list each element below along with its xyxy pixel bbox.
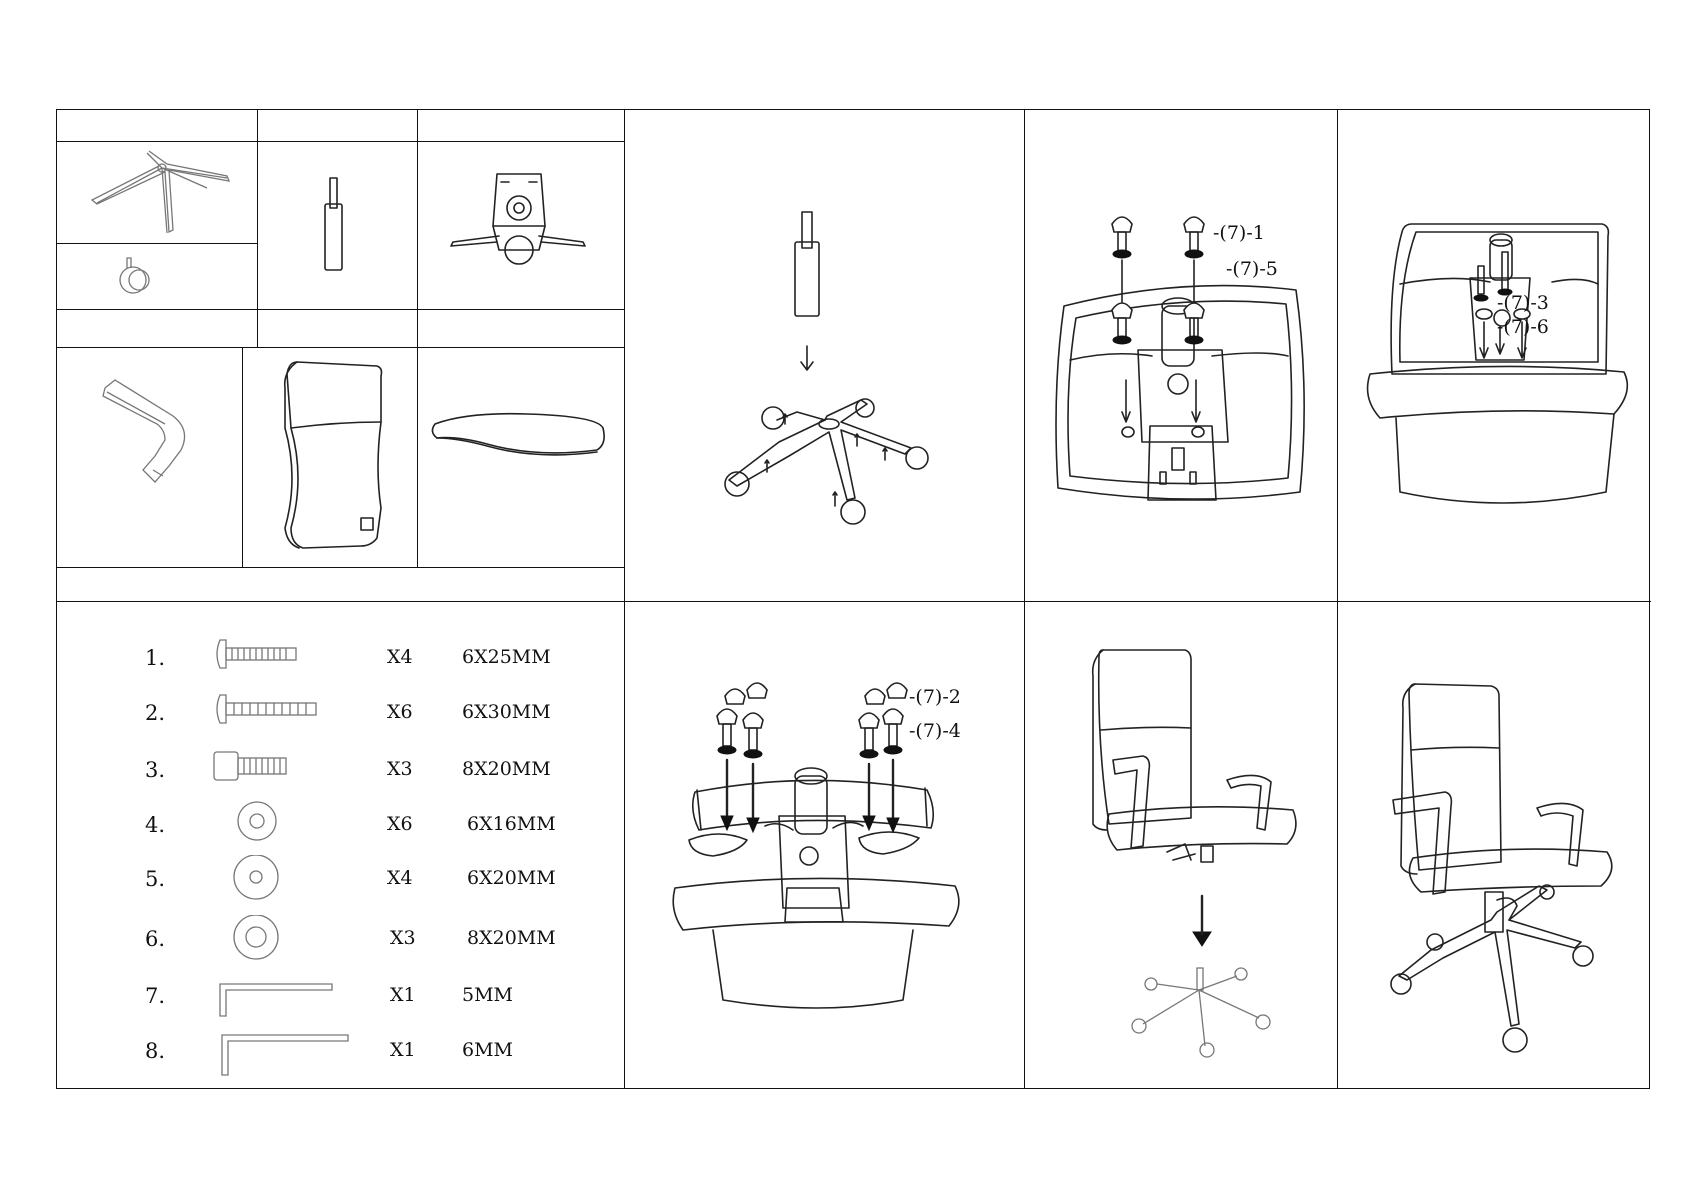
- allen-key-icon: [219, 983, 333, 1017]
- grid-divider: [57, 601, 1651, 602]
- step-seat-label-7-5: -(7)-5: [1226, 258, 1278, 280]
- hardware-size: 6X30MM: [462, 701, 551, 723]
- step-arm-label-7-4: -(7)-4: [909, 720, 961, 742]
- parts-divider: [242, 347, 243, 567]
- hardware-quantity: X4: [387, 867, 413, 889]
- grid-divider: [624, 110, 625, 1088]
- hardware-size: 6X25MM: [462, 646, 551, 668]
- seat-cushion-part-icon: [427, 410, 607, 470]
- washer-large-icon: [233, 915, 279, 960]
- hardware-number: 2.: [145, 701, 166, 725]
- hardware-number: 6.: [145, 927, 166, 951]
- hardware-number: 4.: [145, 813, 166, 837]
- hardware-size: 6X20MM: [467, 867, 556, 889]
- parts-divider: [57, 347, 624, 348]
- star-base-part-icon: [87, 148, 237, 238]
- hardware-number: 7.: [145, 984, 166, 1008]
- grid-divider: [1337, 110, 1338, 1088]
- step-seat-label-7-1: -(7)-1: [1213, 222, 1265, 244]
- hardware-item: 2. X6 6X30MM: [57, 694, 617, 751]
- caster-part-icon: [115, 254, 155, 298]
- hardware-quantity: X1: [390, 1039, 416, 1061]
- hardware-size: 6MM: [462, 1039, 513, 1061]
- hardware-item: 8. X1 6MM: [57, 1034, 617, 1089]
- parts-divider: [57, 567, 624, 568]
- tilt-mechanism-part-icon: [449, 166, 589, 276]
- hardware-item: 3. X3 8X20MM: [57, 751, 617, 808]
- step-back-label-7-3: -(7)-3: [1497, 292, 1549, 314]
- parts-divider: [57, 243, 257, 244]
- hardware-item: 4. X6 6X16MM: [57, 801, 617, 863]
- hardware-item: 1. X4 6X25MM: [57, 639, 617, 696]
- washer-medium-icon: [233, 855, 279, 900]
- hardware-quantity: X3: [387, 758, 413, 780]
- hardware-item: 7. X1 5MM: [57, 983, 617, 1034]
- parts-divider: [57, 309, 624, 310]
- hardware-quantity: X4: [387, 646, 413, 668]
- grid-divider: [1024, 110, 1025, 1088]
- assembly-sheet: 1. X4 6X25MM 2. X6 6X30MM 3.: [56, 109, 1651, 1090]
- hardware-size: 8X20MM: [462, 758, 551, 780]
- step-seat-onto-base: [1087, 646, 1317, 1066]
- allen-key-icon: [221, 1034, 349, 1076]
- step-finished-chair: [1387, 680, 1627, 1070]
- bolt-short-icon: [216, 639, 297, 669]
- washer-small-icon: [237, 801, 277, 841]
- hardware-item: 5. X4 6X20MM: [57, 855, 617, 917]
- socket-bolt-icon: [213, 751, 287, 781]
- step-backrest-bracket: [1352, 222, 1642, 542]
- hardware-quantity: X3: [390, 927, 416, 949]
- hardware-quantity: X6: [387, 813, 413, 835]
- hardware-quantity: X1: [390, 984, 416, 1006]
- backrest-part-icon: [277, 358, 389, 558]
- armrest-part-icon: [95, 378, 205, 498]
- hardware-number: 3.: [145, 758, 166, 782]
- hardware-size: 5MM: [462, 984, 513, 1006]
- step-mechanism-onto-seat: [1052, 210, 1312, 540]
- parts-divider: [417, 110, 418, 567]
- hardware-number: 5.: [145, 867, 166, 891]
- parts-divider: [57, 141, 624, 142]
- hardware-size: 8X20MM: [467, 927, 556, 949]
- bolt-long-icon: [216, 694, 317, 724]
- hardware-number: 1.: [145, 646, 166, 670]
- step-back-label-7-6: -(7)-6: [1497, 316, 1549, 338]
- parts-divider: [257, 110, 258, 347]
- step-armrests-onto-seat: [669, 680, 989, 1020]
- hardware-item: 6. X3 8X20MM: [57, 915, 617, 977]
- hardware-size: 6X16MM: [467, 813, 556, 835]
- gas-lift-part-icon: [319, 176, 349, 276]
- hardware-list: 1. X4 6X25MM 2. X6 6X30MM 3.: [57, 601, 624, 1090]
- step-gas-lift-into-base: [717, 210, 957, 570]
- hardware-number: 8.: [145, 1039, 166, 1063]
- hardware-quantity: X6: [387, 701, 413, 723]
- step-arm-label-7-2: -(7)-2: [909, 686, 961, 708]
